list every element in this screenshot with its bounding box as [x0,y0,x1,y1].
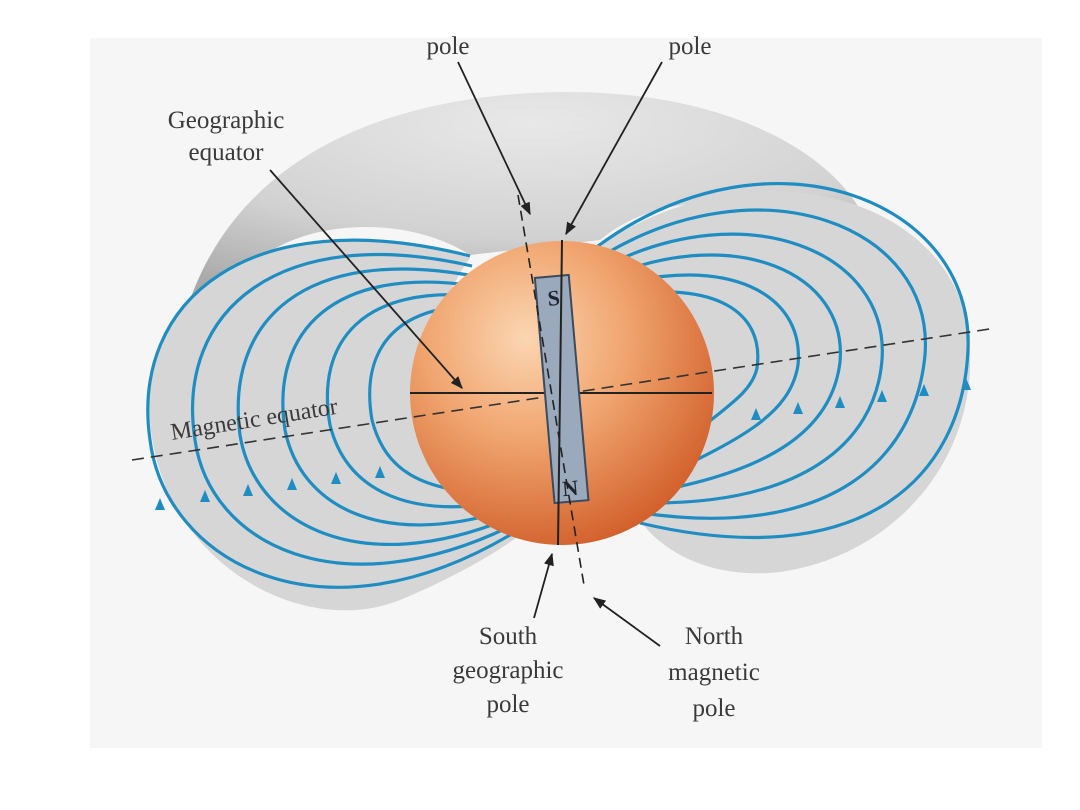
geographic-axis [557,239,563,546]
label-top-right-pole: pole [668,33,711,60]
field-arrow [375,466,385,478]
label-south-geographic-3: pole [486,691,529,718]
field-arrow [331,472,341,484]
field-arrow [877,390,887,402]
field-arrow [287,478,297,490]
label-top-left-pole: pole [426,33,469,60]
field-line [325,293,505,509]
label-south-geographic-1: South [479,623,538,650]
field-arrow [155,498,165,510]
right-field-arrows [751,378,971,420]
field-line [368,304,501,496]
pointer-south-geographic [533,552,554,619]
pointer-geographic-equator [269,169,463,389]
pointer-top-left [457,61,531,216]
label-geographic-equator-2: equator [189,139,265,166]
label-north-magnetic-3: pole [692,695,735,722]
field-arrow [243,484,253,496]
label-north-magnetic-2: magnetic [668,659,760,686]
magnetic-axis [517,194,585,586]
field-line [236,267,511,547]
label-south-geographic-2: geographic [452,657,563,684]
field-arrow [751,408,761,420]
magnet-south-letter: S [546,285,560,311]
label-geographic-equator-1: Geographic [168,107,285,134]
field-shell [190,91,870,300]
field-arrow [961,378,971,390]
magnet-north-letter: N [561,475,579,501]
right-field-lines [597,182,970,539]
pointer-lines [269,61,663,647]
field-arrow [835,396,845,408]
left-field-lines [146,238,516,589]
field-line [609,253,842,495]
field-line [601,208,927,520]
field-line [605,232,884,505]
left-field-arrows [155,466,385,510]
right-field-lobe [600,191,971,574]
label-north-magnetic-1: North [685,623,744,650]
pointer-top-right [565,61,663,236]
bar-magnet-body [533,273,590,505]
field-line [146,238,516,589]
field-line [613,273,800,485]
pointer-north-magnetic [592,597,661,647]
field-arrow [793,402,803,414]
field-line [597,182,970,539]
field-line [191,252,514,566]
field-line [281,280,508,527]
field-arrow [919,384,929,396]
field-arrow [200,490,210,502]
